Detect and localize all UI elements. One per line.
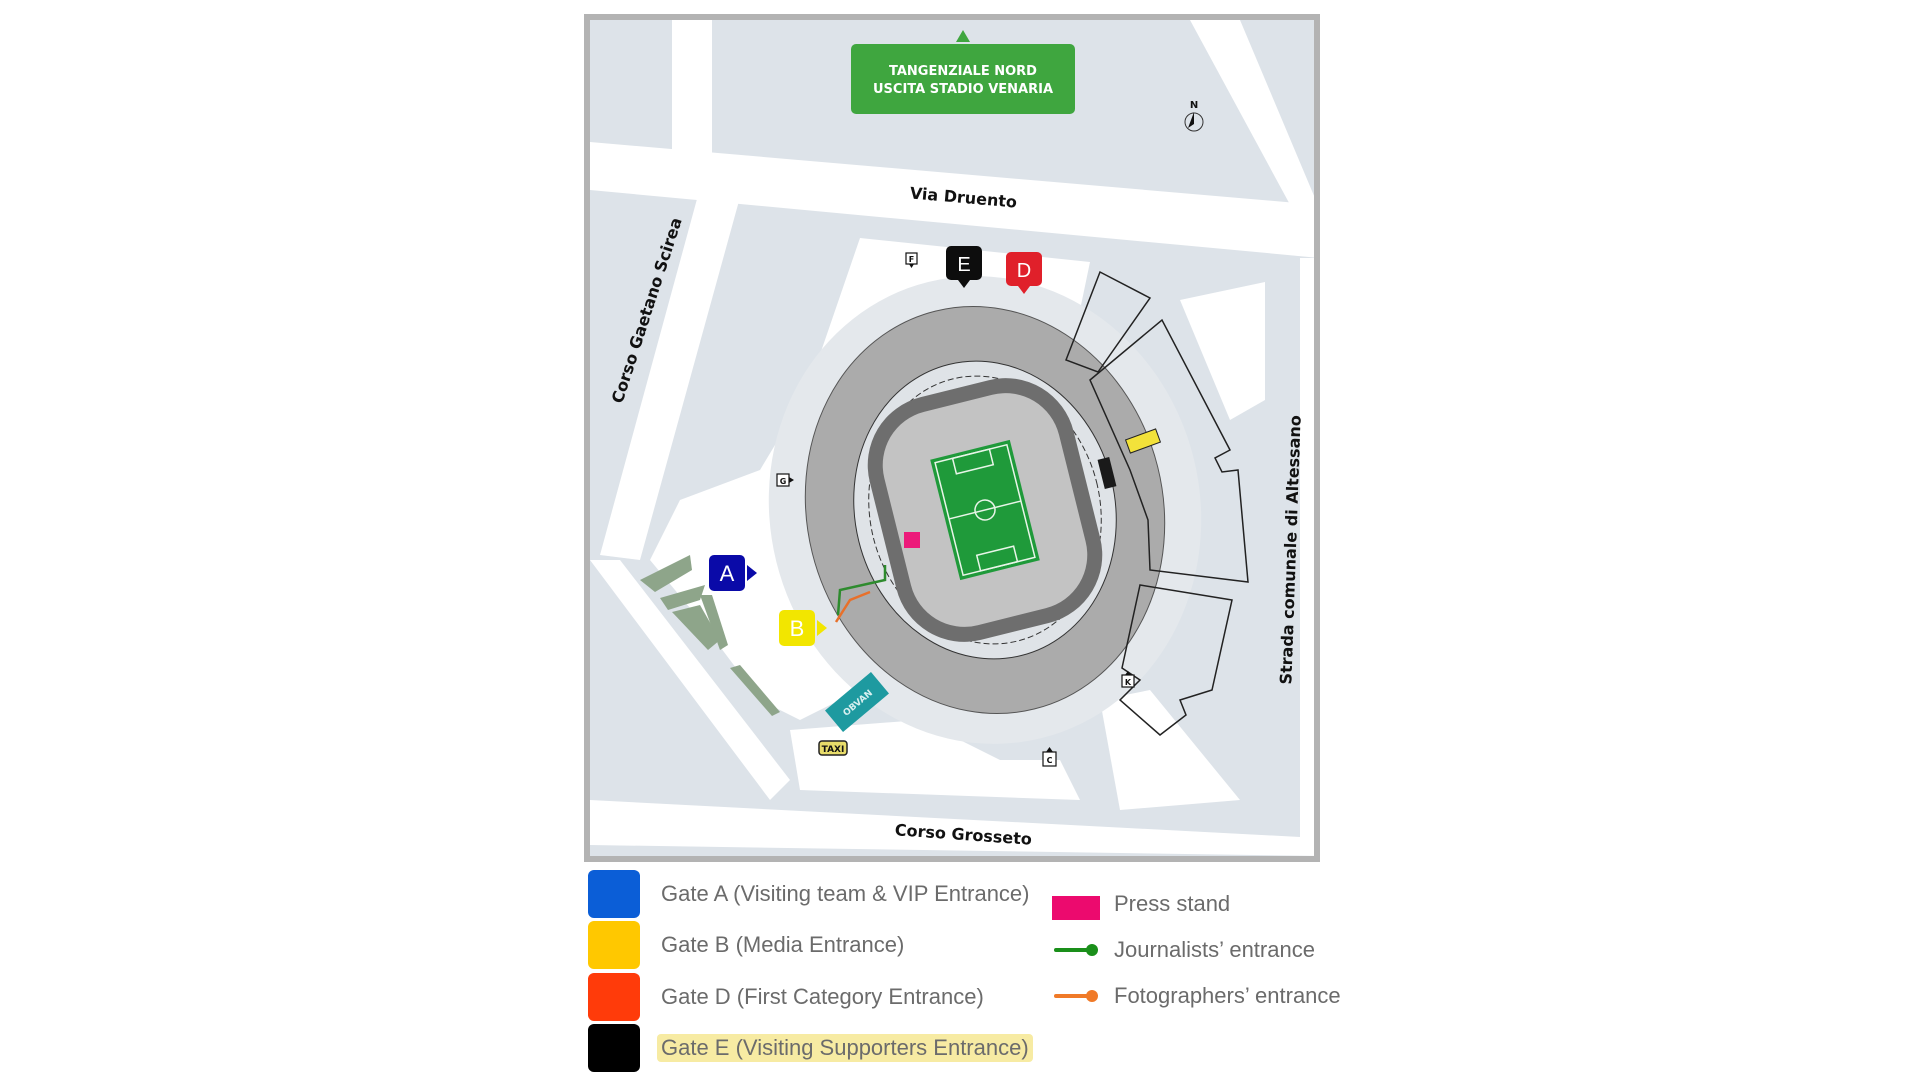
- marker-c[interactable]: C: [1042, 747, 1057, 767]
- svg-text:C: C: [1047, 756, 1053, 765]
- map-canvas: TANGENZIALE NORD USCITA STADIO VENARIA N…: [590, 20, 1314, 856]
- highway-arrow-icon: [956, 30, 970, 42]
- legend-press-stand: Press stand: [1052, 889, 1231, 920]
- marker-k[interactable]: K: [1121, 671, 1135, 688]
- highway-sign-line2: USCITA STADIO VENARIA: [873, 82, 1053, 97]
- legend-gate-a-label: Gate A (Visiting team & VIP Entrance): [661, 881, 1030, 906]
- svg-text:N: N: [1190, 100, 1198, 111]
- legend-gate-b: Gate B (Media Entrance): [588, 921, 908, 969]
- legend-gate-e-label: Gate E (Visiting Supporters Entrance): [657, 1034, 1033, 1062]
- gate-e-marker[interactable]: E: [946, 246, 982, 288]
- gate-e-swatch: [588, 1024, 640, 1072]
- legend-gate-d: Gate D (First Category Entrance): [588, 973, 988, 1021]
- marker-g[interactable]: G: [776, 473, 794, 487]
- svg-text:K: K: [1125, 678, 1132, 687]
- taxi-marker[interactable]: TAXI: [818, 740, 848, 756]
- svg-text:D: D: [1017, 260, 1031, 282]
- east-buildings: [1065, 270, 1249, 736]
- gate-a-marker[interactable]: A: [709, 555, 757, 591]
- stadium-map: TANGENZIALE NORD USCITA STADIO VENARIA N…: [584, 14, 1320, 862]
- gate-a-swatch: [588, 870, 640, 918]
- svg-text:E: E: [957, 254, 970, 276]
- journalists-line-icon: [1052, 943, 1100, 957]
- svg-text:G: G: [780, 477, 787, 486]
- east-info-tag: [1124, 428, 1162, 454]
- photographers-path: [834, 590, 871, 623]
- legend-gate-b-label: Gate B (Media Entrance): [661, 932, 905, 957]
- gate-d-marker[interactable]: D: [1006, 252, 1042, 294]
- photographers-line-icon: [1052, 989, 1100, 1003]
- svg-text:A: A: [720, 561, 735, 586]
- svg-text:TAXI: TAXI: [822, 745, 845, 755]
- svg-text:F: F: [909, 255, 914, 264]
- legend-gate-e: Gate E (Visiting Supporters Entrance): [588, 1024, 1033, 1072]
- gate-d-swatch: [588, 973, 640, 1021]
- highway-sign-line1: TANGENZIALE NORD: [889, 64, 1037, 79]
- gate-b-marker[interactable]: B: [779, 610, 827, 646]
- svg-text:B: B: [790, 616, 805, 641]
- compass-icon: N: [1184, 100, 1204, 132]
- legend-journalists: Journalists’ entrance: [1052, 935, 1315, 965]
- press-stand-swatch: [1052, 896, 1100, 920]
- legend-photographers-label: Fotographers’ entrance: [1114, 983, 1341, 1008]
- journalists-path: [836, 565, 887, 616]
- legend-press-stand-label: Press stand: [1114, 891, 1231, 916]
- press-stand-marker: [904, 532, 920, 548]
- legend-other: Press stand Journalists’ entrance Fotogr…: [1052, 889, 1372, 1019]
- football-pitch: [930, 439, 1040, 581]
- gate-b-swatch: [588, 921, 640, 969]
- legend-gates: Gate A (Visiting team & VIP Entrance) Ga…: [588, 870, 1048, 1074]
- legend-gate-a: Gate A (Visiting team & VIP Entrance): [588, 870, 1034, 918]
- marker-f[interactable]: F: [905, 252, 918, 268]
- highway-sign: [851, 44, 1075, 114]
- roads: [590, 20, 1314, 856]
- landscaping: [640, 555, 780, 716]
- legend-photographers: Fotographers’ entrance: [1052, 981, 1341, 1011]
- legend-gate-d-label: Gate D (First Category Entrance): [661, 984, 984, 1009]
- legend-journalists-label: Journalists’ entrance: [1114, 937, 1315, 962]
- east-dark-block: [1097, 456, 1117, 490]
